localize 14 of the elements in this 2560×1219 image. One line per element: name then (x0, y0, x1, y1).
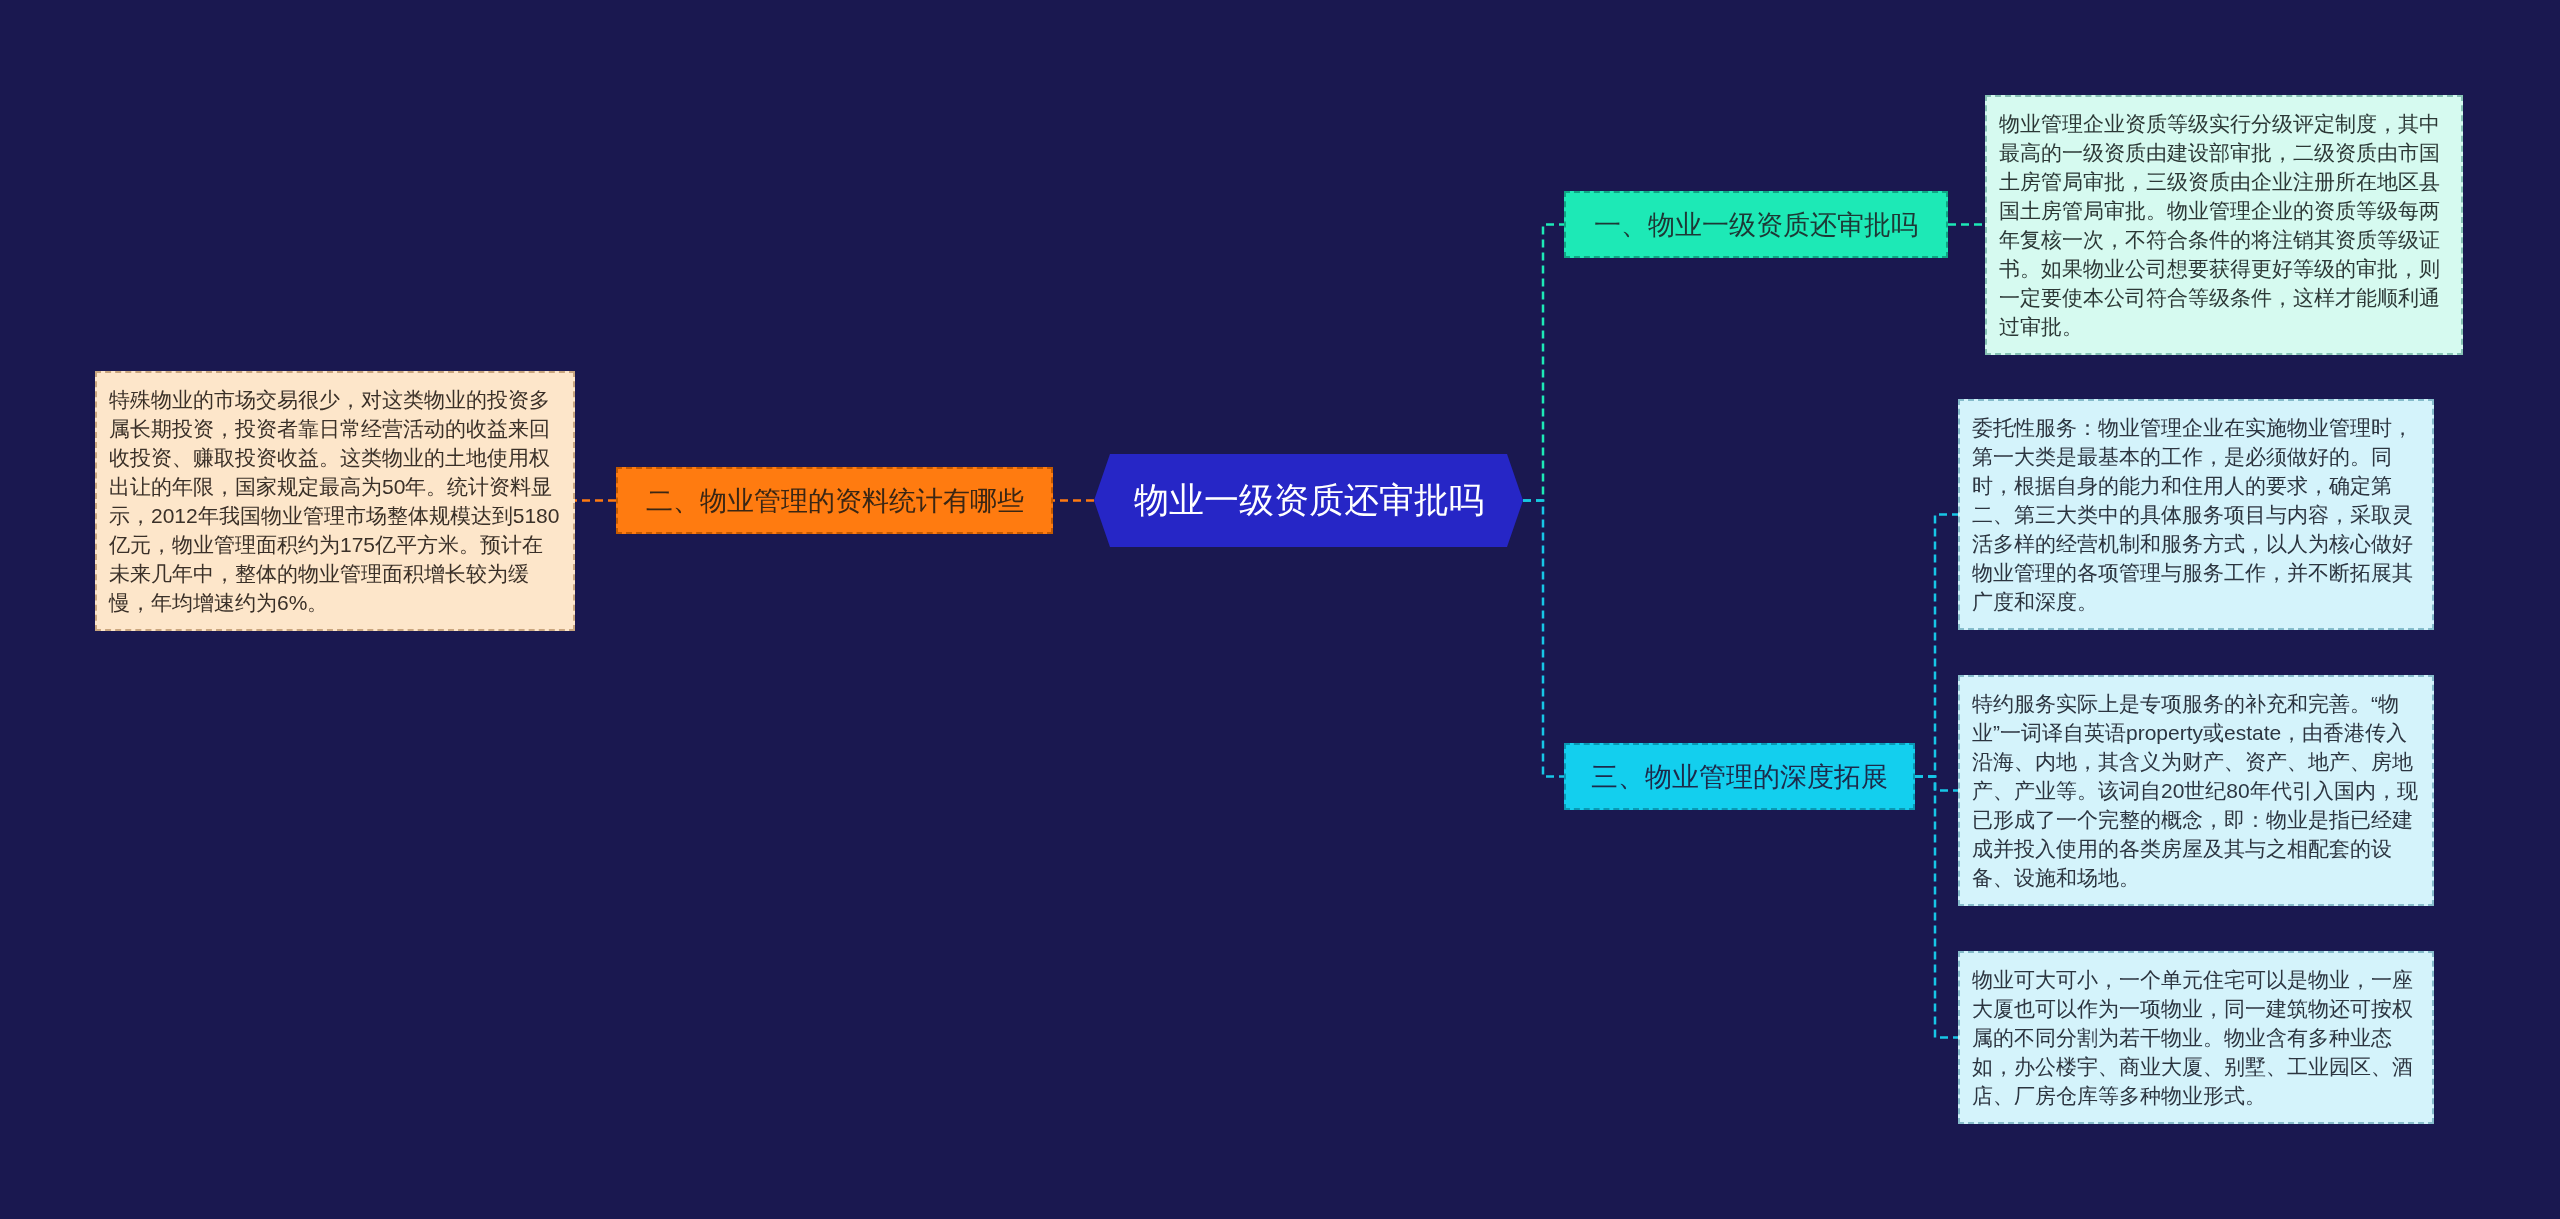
note-box: 特殊物业的市场交易很少，对这类物业的投资多属长期投资，投资者靠日常经营活动的收益来回收投资、赚取投资收益。这类物业的土地使用权出让的年限，国家规定最高为50年。统计资料显示，2012年我国物业管理市场整体规模达到5180亿元，物业管理面积约为175亿平方米。预计在未来几年中，整体的物业管理面积增长较为缓慢，年均增速约为6%。 (95, 371, 575, 631)
branch-topic: 一、物业一级资质还审批吗 (1564, 191, 1948, 258)
central-topic: 物业一级资质还审批吗 (1094, 454, 1523, 547)
connector (1915, 775, 1958, 1039)
note-box: 委托性服务：物业管理企业在实施物业管理时，第一大类是最基本的工作，是必须做好的。同时，根据自身的能力和住用人的要求，确定第二、第三大类中的具体服务项目与内容，采取灵活多样的经营机制和服务方式，以人为核心做好物业管理的各项管理与服务工作，并不断拓展其广度和深度。 (1958, 399, 2434, 630)
connector (1523, 499, 1564, 778)
connector (1053, 499, 1094, 502)
note-box: 物业管理企业资质等级实行分级评定制度，其中最高的一级资质由建设部审批，二级资质由市国土房管局审批，三级资质由企业注册所在地区县国土房管局审批。物业管理企业的资质等级每两年复核一次，不符合条件的将注销其资质等级证书。如果物业公司想要获得更好等级的审批，则一定要使本公司符合等级条件，这样才能顺利通过审批。 (1985, 95, 2463, 355)
branch-topic: 三、物业管理的深度拓展 (1564, 743, 1915, 810)
branch-topic: 二、物业管理的资料统计有哪些 (616, 467, 1053, 534)
connector (1948, 223, 1985, 226)
note-box: 特约服务实际上是专项服务的补充和完善。“物业”一词译自英语property或estate，由香港传入沿海、内地，其含义为财产、资产、地产、房地产、产业等。该词自20世纪80年代引入国内，现已形成了一个完整的概念，即：物业是指已经建成并投入使用的各类房屋及其与之相配套的设备、设施和场地。 (1958, 675, 2434, 906)
connector (575, 499, 616, 502)
note-box: 物业可大可小，一个单元住宅可以是物业，一座大厦也可以作为一项物业，同一建筑物还可按权属的不同分割为若干物业。物业含有多种业态如，办公楼宇、商业大厦、别墅、工业园区、酒店、厂房仓库等多种物业形式。 (1958, 951, 2434, 1124)
